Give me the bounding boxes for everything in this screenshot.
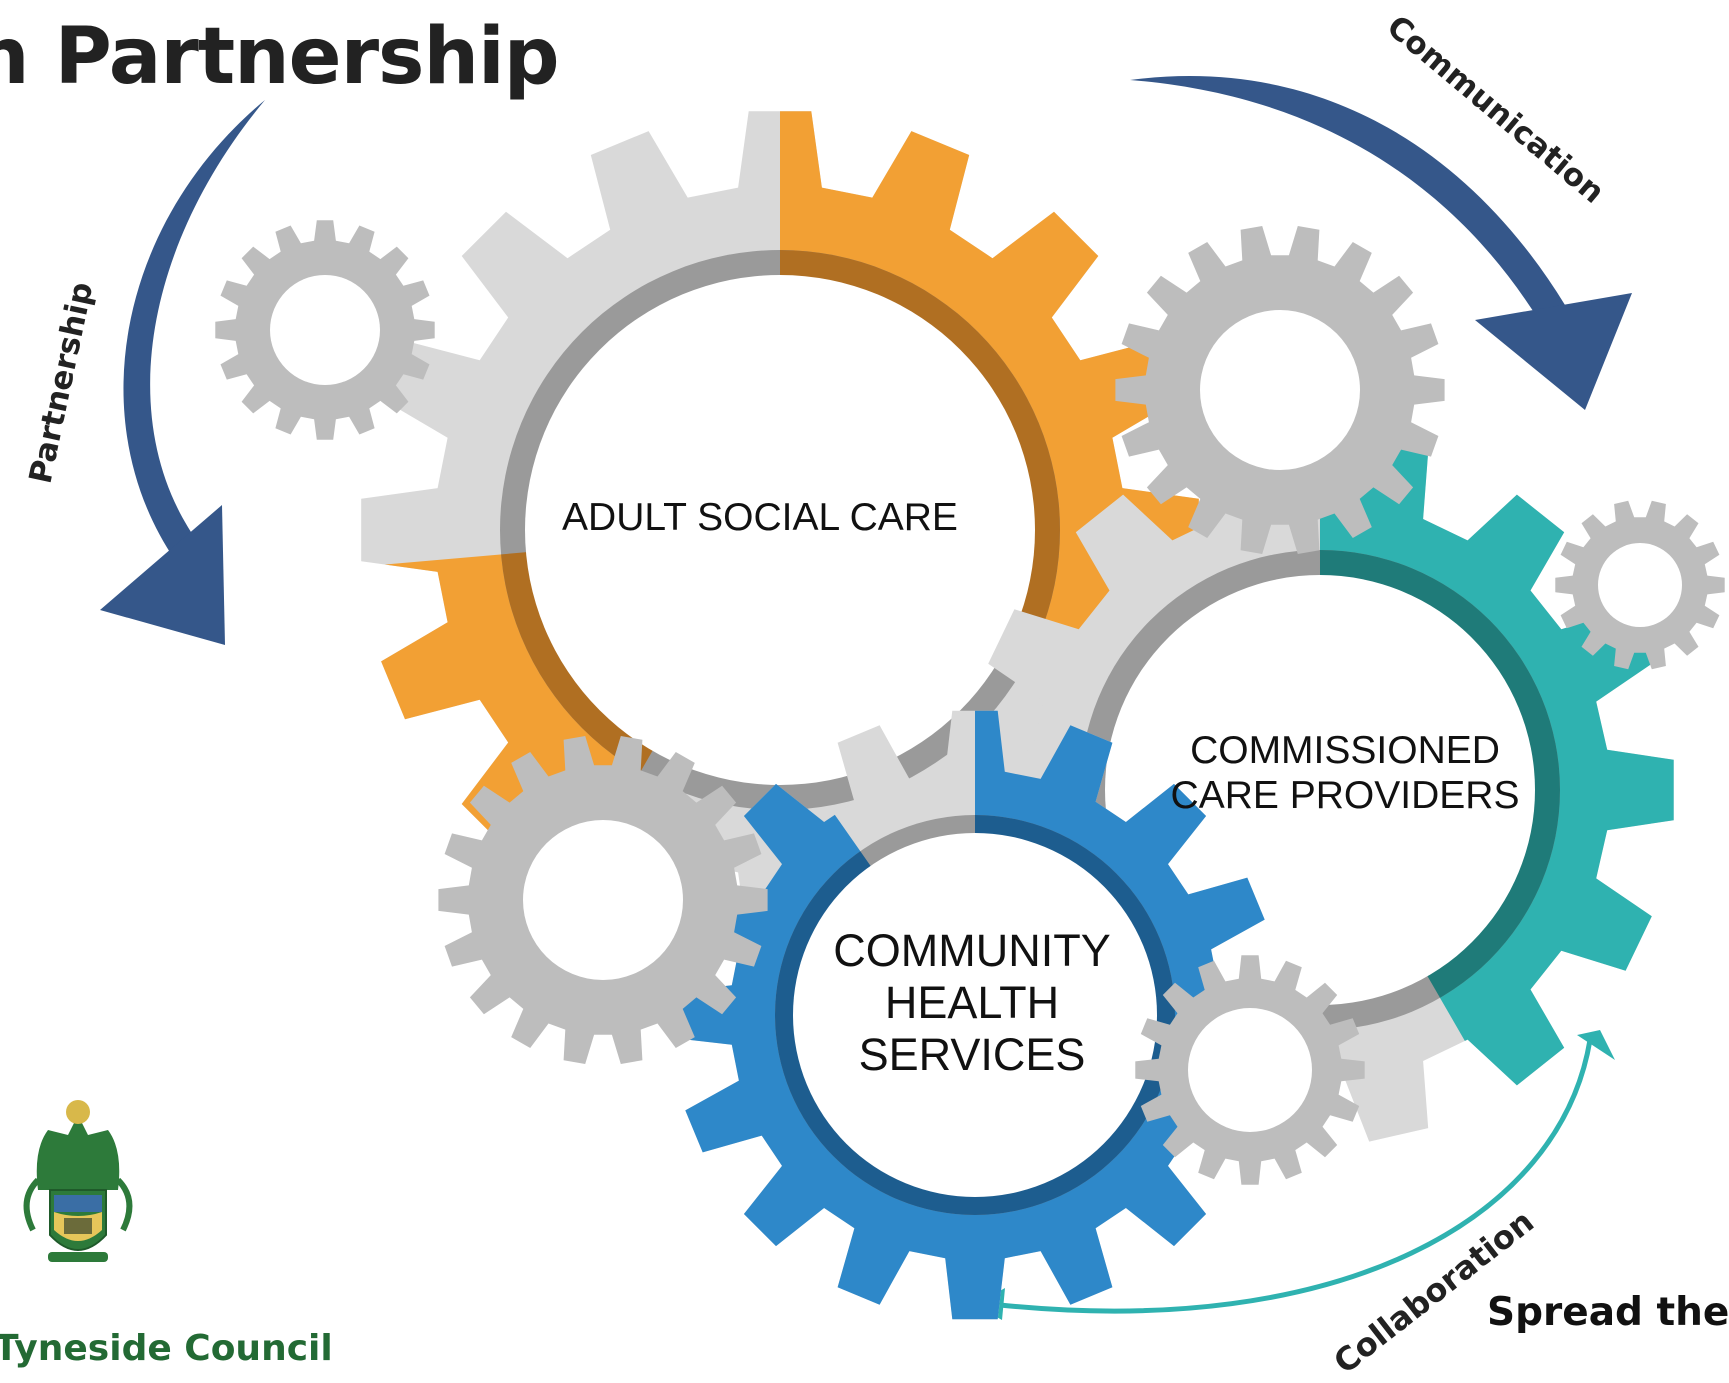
commissioned-line-2: CARE PROVIDERS	[1170, 774, 1520, 818]
council-crest-logo	[23, 1100, 133, 1262]
community-line-1: COMMUNITY	[833, 925, 1111, 976]
page-title: n Partnership	[0, 12, 560, 102]
community-health-label: COMMUNITY HEALTH SERVICES	[812, 925, 1132, 1082]
community-health-gear	[670, 710, 1280, 1320]
commissioned-care-label: COMMISSIONED CARE PROVIDERS	[1165, 728, 1525, 818]
spread-the-word-text: Spread the w	[1487, 1290, 1729, 1335]
small-gear-bottom-left-hole	[523, 820, 683, 980]
community-gear-hub	[793, 833, 1157, 1197]
decorative-small-gears	[215, 220, 1725, 670]
small-gear-bottom-right-hole	[1188, 1008, 1312, 1132]
partnership-arrow	[100, 100, 265, 645]
small-gear-top-left-hole	[270, 275, 380, 385]
communication-arrow	[1130, 76, 1632, 410]
adult-social-care-label: ADULT SOCIAL CARE	[540, 495, 980, 540]
community-line-3: SERVICES	[858, 1029, 1086, 1081]
partnership-label: Partnership	[23, 279, 101, 487]
small-gear-far-right-hole	[1598, 543, 1682, 627]
small-gear-top-right-hole	[1200, 310, 1360, 470]
council-name: Tyneside Council	[0, 1328, 333, 1369]
community-line-2: HEALTH	[884, 977, 1060, 1029]
decorative-front-gears	[438, 736, 1365, 1185]
adult-gear-hub	[525, 275, 1035, 785]
commissioned-line-1: COMMISSIONED	[1190, 729, 1500, 772]
adult-social-care-text: ADULT SOCIAL CARE	[562, 496, 958, 539]
